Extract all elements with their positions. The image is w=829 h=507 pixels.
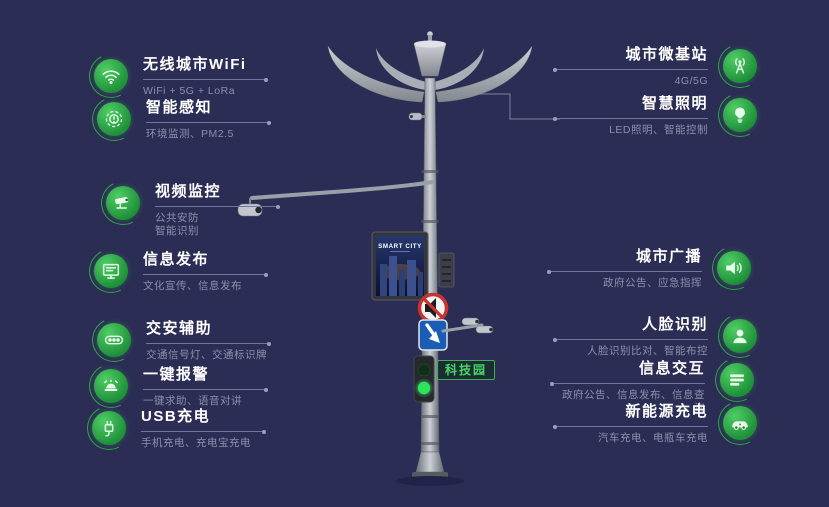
- feature-info-interaction: 信息交互 政府公告、信息发布、信息查询: [550, 352, 765, 415]
- feature-smart-sensing: 智能感知 环境监测、PM2.5: [86, 91, 271, 147]
- tech-park-label: 科技园: [437, 360, 496, 380]
- feature-face-recognition: 人脸识别 人脸识别比对、智能布控: [553, 308, 768, 364]
- pole-base: [396, 451, 464, 486]
- feature-emergency-alarm: 一键报警 一键求助、语音对讲: [83, 358, 268, 414]
- feature-title: 一键报警: [143, 366, 210, 383]
- blue-arrow-sign: [418, 319, 448, 351]
- loudspeaker-icon: [706, 240, 762, 296]
- feature-title: 新能源充电: [625, 403, 708, 420]
- connector-line: [553, 116, 708, 121]
- feature-subtitle: LED照明、智能控制: [609, 124, 708, 136]
- info-list-icon: [709, 352, 765, 408]
- display-screen-icon: [83, 243, 139, 299]
- usb-charge-icon: [81, 400, 137, 456]
- lamp-head: [413, 31, 447, 77]
- feature-subtitle: 手机充电、充电宝充电: [141, 437, 251, 449]
- led-display-screen: SMART CITY: [371, 231, 429, 301]
- feature-ev-charging: 新能源充电 汽车充电、电瓶车充电: [553, 395, 768, 451]
- person-face-icon: [712, 308, 768, 364]
- feature-city-broadcast: 城市广播 政府公告、应急指挥: [547, 240, 762, 296]
- speaker-box: [438, 252, 455, 288]
- feature-title: 无线城市WiFi: [143, 56, 247, 73]
- feature-subtitle: 4G/5G: [674, 75, 708, 87]
- feature-info-publishing: 信息发布 文化宣传、信息发布: [83, 243, 268, 299]
- connector-line: [146, 341, 271, 346]
- dual-camera-arm: [441, 317, 494, 334]
- traffic-light: [413, 355, 435, 403]
- no-horn-sign: [417, 292, 449, 324]
- connector-line: [141, 429, 266, 434]
- wifi-icon: [83, 48, 139, 104]
- connector-line: [553, 337, 708, 342]
- feature-usb-charging: USB充电 手机充电、充电宝充电: [81, 400, 266, 456]
- feature-title: 视频监控: [155, 183, 222, 200]
- feature-video-surveillance: 视频监控 公共安防 智能识别: [95, 175, 280, 238]
- feature-title: 人脸识别: [641, 316, 708, 333]
- traffic-light-icon: [86, 312, 142, 368]
- feature-subtitle: 汽车充电、电瓶车充电: [598, 432, 708, 444]
- connector-line: [146, 120, 271, 125]
- sensor-icon: [86, 91, 142, 147]
- feature-subtitle: WiFi + 5G + LoRa: [143, 85, 236, 97]
- feature-title: 城市微基站: [625, 46, 708, 63]
- light-bulb-icon: [712, 87, 768, 143]
- lamp-arms: [327, 45, 533, 103]
- connector-line: [143, 272, 268, 277]
- feature-smart-lighting: 智慧照明 LED照明、智能控制: [553, 87, 768, 143]
- feature-subtitle: 政府公告、信息发布、信息查询: [562, 389, 705, 414]
- connector-line: [553, 424, 708, 429]
- connector-line: [155, 204, 280, 209]
- smart-pole-illustration: SMART CITY: [237, 31, 560, 486]
- connector-line: [143, 77, 268, 82]
- feature-subtitle: 公共安防 智能识别: [155, 212, 199, 237]
- cctv-arm: [237, 180, 435, 217]
- feature-city-wifi: 无线城市WiFi WiFi + 5G + LoRa: [83, 48, 268, 104]
- feature-title: 智能感知: [146, 99, 213, 116]
- feature-title: 信息发布: [143, 251, 210, 268]
- antenna-icon: [712, 38, 768, 94]
- connector-line: [547, 269, 702, 274]
- feature-title: 信息交互: [638, 360, 705, 377]
- feature-subtitle: 政府公告、应急指挥: [603, 277, 702, 289]
- feature-subtitle: 文化宣传、信息发布: [143, 280, 242, 292]
- feature-micro-base-station: 城市微基站 4G/5G: [553, 38, 768, 94]
- cctv-camera-icon: [95, 175, 151, 231]
- connector-line: [550, 381, 705, 386]
- ev-car-icon: [712, 395, 768, 451]
- feature-traffic-assist: 交安辅助 交通信号灯、交通标识牌: [86, 312, 271, 368]
- alarm-bell-icon: [83, 358, 139, 414]
- feature-title: 交安辅助: [146, 320, 213, 337]
- feature-title: 城市广播: [635, 248, 702, 265]
- screen-text: SMART CITY: [378, 243, 422, 250]
- connector-line: [553, 67, 708, 72]
- feature-subtitle: 环境监测、PM2.5: [146, 128, 234, 140]
- small-pole-camera: [408, 112, 426, 121]
- connector-line: [143, 387, 268, 392]
- feature-subtitle: 交通信号灯、交通标识牌: [146, 349, 267, 361]
- feature-subtitle: 人脸识别比对、智能布控: [587, 345, 708, 357]
- feature-title: USB充电: [141, 408, 211, 425]
- feature-title: 智慧照明: [641, 95, 708, 112]
- feature-subtitle: 一键求助、语音对讲: [143, 395, 242, 407]
